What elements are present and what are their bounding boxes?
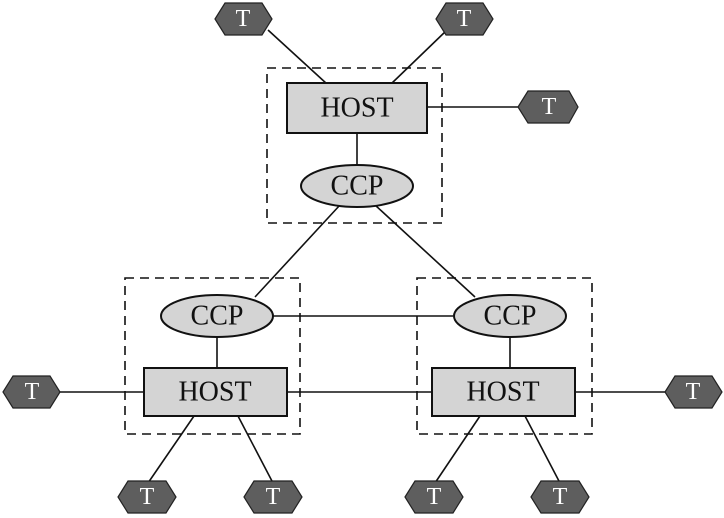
link-top-ccp-right-ccp (374, 204, 476, 298)
ccp-top: CCP (300, 164, 414, 208)
ccp-right: CCP (453, 294, 567, 338)
terminal-top-left-label: T (236, 6, 251, 32)
terminal-left-side-label: T (25, 379, 40, 405)
host-top: HOST (286, 82, 428, 134)
terminal-left-bottom-1-label: T (140, 484, 155, 510)
terminal-right-side: T (664, 375, 723, 409)
terminal-right-bottom-2: T (530, 480, 590, 514)
terminal-top-right-label: T (457, 6, 472, 32)
link-terminal-right-bottom-2 (524, 415, 561, 484)
terminal-left-bottom-2-label: T (266, 484, 281, 510)
terminal-left-side: T (2, 375, 61, 409)
terminal-right-bottom-1-label: T (427, 484, 442, 510)
host-top-label: HOST (320, 93, 393, 124)
terminal-top-left: T (214, 2, 273, 36)
host-right: HOST (431, 367, 576, 417)
terminal-top-side: T (517, 90, 579, 124)
link-terminal-top-right (390, 29, 448, 85)
ccp-right-label: CCP (484, 301, 537, 332)
ccp-left: CCP (160, 294, 274, 338)
host-left-label: HOST (178, 377, 251, 408)
terminal-top-side-label: T (542, 94, 557, 120)
host-right-label: HOST (466, 377, 539, 408)
terminal-left-bottom-2: T (243, 480, 303, 514)
host-left: HOST (143, 367, 288, 417)
link-terminal-left-bottom-1 (147, 415, 195, 484)
link-top-ccp-left-ccp (254, 204, 341, 298)
ccp-top-label: CCP (331, 171, 384, 202)
terminal-right-bottom-2-label: T (553, 484, 568, 510)
connection-lines (60, 29, 665, 484)
link-terminal-right-bottom-1 (434, 415, 481, 484)
terminal-left-bottom-1: T (117, 480, 177, 514)
terminal-top-right: T (435, 2, 494, 36)
link-terminal-left-bottom-2 (237, 415, 274, 484)
link-terminal-top-left (267, 29, 328, 85)
terminal-right-bottom-1: T (404, 480, 464, 514)
ccp-left-label: CCP (191, 301, 244, 332)
terminal-right-side-label: T (686, 379, 701, 405)
